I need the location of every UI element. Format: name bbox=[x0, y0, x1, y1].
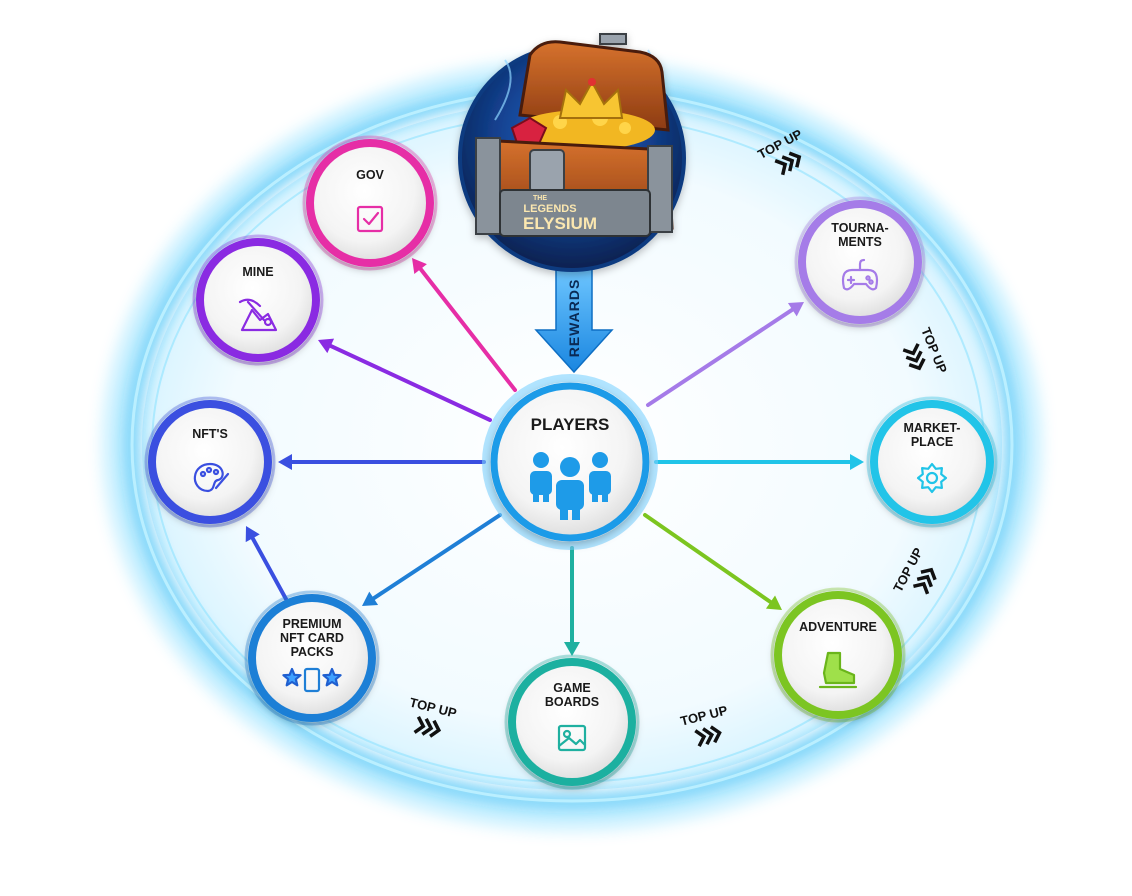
arrow-to-premium bbox=[362, 513, 502, 606]
node-label-boards: BOARDS bbox=[545, 695, 599, 709]
chevrons-icon bbox=[413, 716, 442, 738]
card-stars-icon bbox=[282, 667, 342, 693]
node-adventure: ADVENTURE bbox=[770, 587, 906, 723]
node-label-premium: NFT CARD bbox=[280, 631, 344, 645]
connector-arrows bbox=[245, 258, 864, 656]
arrow-to-tournaments bbox=[646, 302, 804, 407]
node-label-adventure: ADVENTURE bbox=[799, 620, 877, 634]
node-mine: MINE bbox=[192, 234, 324, 366]
node-tournaments: TOURNA-MENTS bbox=[794, 196, 926, 328]
node-label-mine: MINE bbox=[242, 265, 273, 279]
chest-logo-big: ELYSIUM bbox=[523, 214, 597, 233]
node-gov: GOV bbox=[302, 135, 438, 271]
pickaxe-icon bbox=[238, 298, 278, 332]
chevrons-icon bbox=[913, 567, 937, 595]
node-label-tournaments: MENTS bbox=[838, 235, 882, 249]
node-label-nfts: NFT'S bbox=[192, 427, 228, 441]
checkbox-icon bbox=[356, 205, 384, 233]
arrow-to-adventure bbox=[643, 513, 782, 610]
node-label-gov: GOV bbox=[356, 168, 384, 182]
players-node: PLAYERS bbox=[482, 374, 658, 550]
node-label-boards: GAME bbox=[553, 681, 591, 695]
arrow-to-nfts bbox=[245, 526, 294, 612]
chest-logo-small: THE bbox=[533, 195, 547, 202]
rewards-label: REWARDS bbox=[566, 279, 582, 358]
gamepad-icon bbox=[841, 258, 879, 291]
node-nfts: NFT'S bbox=[144, 396, 276, 528]
arrow-to-market bbox=[654, 454, 864, 470]
node-label-premium: PACKS bbox=[291, 645, 334, 659]
palette-icon bbox=[193, 462, 230, 493]
node-market: MARKET-PLACE bbox=[866, 396, 998, 528]
arrow-to-gov bbox=[412, 258, 517, 392]
chest-logo-mid: LEGENDS bbox=[523, 203, 576, 215]
node-label-market: PLACE bbox=[911, 435, 953, 449]
boot-icon bbox=[818, 651, 858, 689]
chevrons-icon bbox=[902, 343, 926, 371]
node-label-premium: PREMIUM bbox=[282, 617, 341, 631]
chevrons-icon bbox=[694, 725, 722, 747]
gear-icon bbox=[916, 462, 948, 494]
treasure-chest-icon: THE LEGENDS ELYSIUM bbox=[458, 33, 686, 272]
node-label-tournaments: TOURNA- bbox=[831, 221, 888, 235]
arrow-to-nfts bbox=[278, 454, 486, 470]
node-label-market: MARKET- bbox=[904, 421, 961, 435]
arrow-to-boards bbox=[564, 546, 580, 656]
rewards-arrow: REWARDS bbox=[534, 267, 614, 374]
image-icon bbox=[557, 724, 587, 752]
chevrons-icon bbox=[774, 151, 802, 176]
players-label: PLAYERS bbox=[531, 415, 610, 434]
arrow-to-mine bbox=[318, 338, 492, 422]
users-icon bbox=[530, 452, 611, 520]
